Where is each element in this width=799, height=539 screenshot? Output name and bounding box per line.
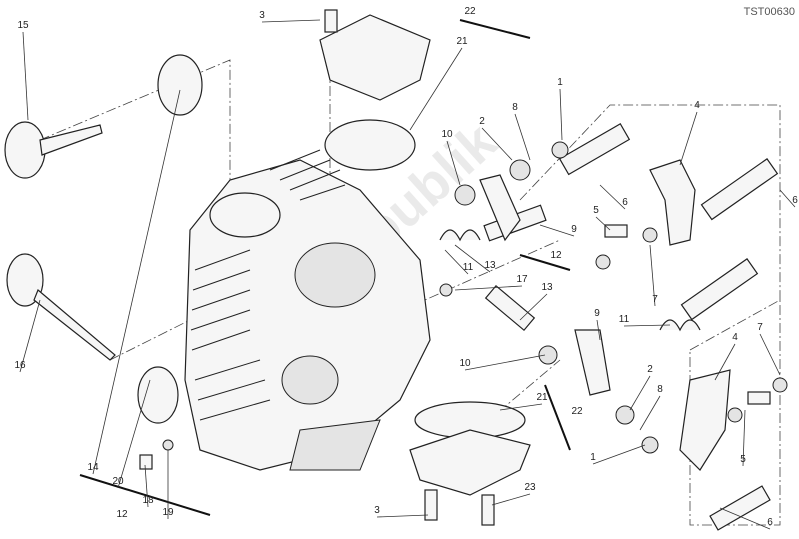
callout-number: 21 xyxy=(456,36,468,47)
callout-number: 6 xyxy=(767,517,773,528)
leader-line xyxy=(639,395,661,431)
drawing-code: TST00630 xyxy=(743,6,795,18)
callout-number: 3 xyxy=(259,10,265,21)
leader-line xyxy=(623,324,671,327)
leader-line xyxy=(491,493,531,506)
leader-line xyxy=(481,127,513,161)
callout-number: 13 xyxy=(541,282,553,293)
callout-number: 8 xyxy=(512,102,518,113)
callout-number: 13 xyxy=(484,260,496,271)
callout-number: 10 xyxy=(441,129,453,140)
callout-number: 17 xyxy=(516,274,528,285)
leader-line xyxy=(595,216,611,231)
callout-number: 1 xyxy=(590,452,596,463)
leader-line xyxy=(454,244,491,273)
rocker-assembly xyxy=(139,123,788,531)
leader-line xyxy=(454,285,523,291)
leader-line xyxy=(19,299,41,373)
leader-line xyxy=(592,444,646,465)
leader-line xyxy=(742,409,746,467)
leader-line xyxy=(22,31,29,121)
callout-number: 1 xyxy=(557,77,563,88)
leader-line xyxy=(599,184,626,210)
callout-number: 9 xyxy=(571,224,577,235)
callout-number: 19 xyxy=(162,507,174,518)
leader-line xyxy=(261,19,321,23)
callout-number: 9 xyxy=(594,308,600,319)
callout-number: 4 xyxy=(732,332,738,343)
group-brackets xyxy=(79,19,571,516)
callout-number: 5 xyxy=(593,205,599,216)
leader-line xyxy=(519,293,548,321)
callout-number: 2 xyxy=(479,116,485,127)
leader-line xyxy=(92,89,181,475)
callout-number: 23 xyxy=(524,482,536,493)
callout-number: 15 xyxy=(17,20,29,31)
valve-cover-top xyxy=(319,9,431,171)
callout-number: 12 xyxy=(550,250,562,261)
callout-number: 22 xyxy=(464,6,476,17)
callout-number: 12 xyxy=(116,509,128,520)
callout-number: 7 xyxy=(652,294,658,305)
leader-line xyxy=(559,88,563,141)
leader-line xyxy=(714,343,736,381)
callout-number: 7 xyxy=(757,322,763,333)
leader-line xyxy=(499,403,543,411)
callout-number: 6 xyxy=(792,195,798,206)
leader-line xyxy=(409,47,463,131)
callout-number: 16 xyxy=(14,360,26,371)
valves xyxy=(4,54,203,424)
callout-number: 11 xyxy=(463,262,474,273)
callout-number: 4 xyxy=(694,100,700,111)
leader-line xyxy=(376,514,429,518)
callout-number: 8 xyxy=(657,384,663,395)
leader-line xyxy=(446,140,461,186)
leader-line xyxy=(779,189,796,208)
callout-number: 11 xyxy=(619,314,630,325)
callout-number: 5 xyxy=(740,454,746,465)
cylinder-head xyxy=(184,149,431,471)
leader-line xyxy=(539,224,575,237)
callout-number: 10 xyxy=(459,358,471,369)
callout-number: 22 xyxy=(571,406,583,417)
leader-line xyxy=(596,319,601,341)
callout-number: 3 xyxy=(374,505,380,516)
leader-line xyxy=(679,111,698,166)
leader-line xyxy=(649,244,656,307)
leader-line xyxy=(514,113,531,161)
callout-number: 20 xyxy=(112,476,124,487)
leader-line xyxy=(144,464,149,508)
leader-lines xyxy=(19,19,796,530)
callout-number: 21 xyxy=(536,392,548,403)
callout-number: 18 xyxy=(142,495,154,506)
valve-cover-bottom xyxy=(409,401,531,526)
leader-line xyxy=(444,249,469,275)
callout-number: 6 xyxy=(622,197,628,208)
leader-line xyxy=(464,354,546,371)
leader-line xyxy=(117,379,151,489)
leader-line xyxy=(759,333,781,376)
leader-line xyxy=(719,507,771,530)
callout-number: 2 xyxy=(647,364,653,375)
callout-number: 14 xyxy=(87,462,99,473)
leader-line xyxy=(629,375,651,411)
